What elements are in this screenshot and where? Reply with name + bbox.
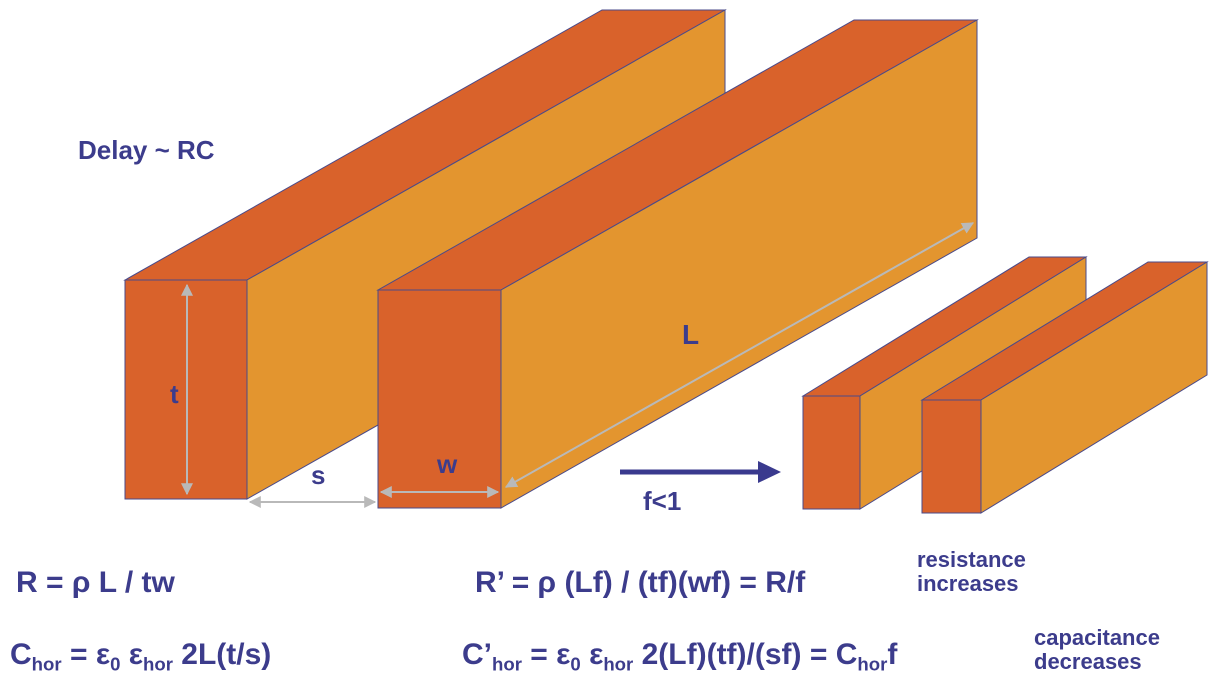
cap-scaled-expression: 2(Lf)(tf)/(sf) = C xyxy=(633,638,858,671)
resistance-equation-scaled: R’ = ρ (Lf) / (tf)(wf) = R/f xyxy=(475,566,805,600)
cap-expression: 2L(t/s) xyxy=(172,638,272,671)
delay-label: Delay ~ RC xyxy=(78,135,215,165)
width-label: w xyxy=(436,449,458,479)
length-dimension-arrow xyxy=(504,222,975,488)
cap-scaled-eps-hor: ε xyxy=(580,638,604,671)
scale-factor-label: f<1 xyxy=(643,486,681,516)
epshor-subscript: hor xyxy=(142,653,173,675)
resistance-scaled-symbol: R’ xyxy=(475,566,504,599)
cap-scaled-eq-eps: = ε xyxy=(521,638,571,671)
resistance-note-line1: resistance xyxy=(917,547,1026,572)
epshor-scaled-subscript: hor xyxy=(603,653,634,675)
resistance-scaled-expression: = ρ (Lf) / (tf)(wf) = R/f xyxy=(503,566,806,599)
small-wire-left-front xyxy=(802,395,861,510)
scaling-arrow-head xyxy=(758,461,781,483)
cap-scaled-tail: f xyxy=(887,638,898,671)
resistance-equation-original: R = ρ L / tw xyxy=(16,566,175,600)
eps0-subscript: 0 xyxy=(110,653,121,675)
eps0-scaled-subscript: 0 xyxy=(570,653,581,675)
spacing-label: s xyxy=(311,460,325,490)
capacitance-equation-scaled: C’hor = ε0 εhor 2(Lf)(tf)/(sf) = Chorf xyxy=(462,638,898,675)
cap-symbol: C xyxy=(10,638,32,671)
cap-eq-eps: = ε xyxy=(61,638,111,671)
cap-scaled-subscript: hor xyxy=(492,653,522,675)
chor-scaled-subscript: hor xyxy=(857,653,888,675)
thickness-label: t xyxy=(170,379,179,409)
resistance-symbol: R xyxy=(16,566,38,599)
capacitance-note-line2: decreases xyxy=(1034,649,1142,674)
cap-scaled-symbol: C’ xyxy=(462,638,492,671)
resistance-note: resistance increases xyxy=(917,548,1026,596)
resistance-note-line2: increases xyxy=(917,571,1019,596)
capacitance-note-line1: capacitance xyxy=(1034,625,1160,650)
cap-eps-hor: ε xyxy=(120,638,143,671)
resistance-expression: = ρ L / tw xyxy=(37,566,175,599)
capacitance-note: capacitance decreases xyxy=(1034,626,1160,674)
cap-subscript: hor xyxy=(31,653,62,675)
large-wire-right-front xyxy=(377,289,502,509)
length-label: L xyxy=(682,319,699,350)
capacitance-equation-original: Chor = ε0 εhor 2L(t/s) xyxy=(10,638,272,675)
small-wire-right-front xyxy=(921,399,982,514)
